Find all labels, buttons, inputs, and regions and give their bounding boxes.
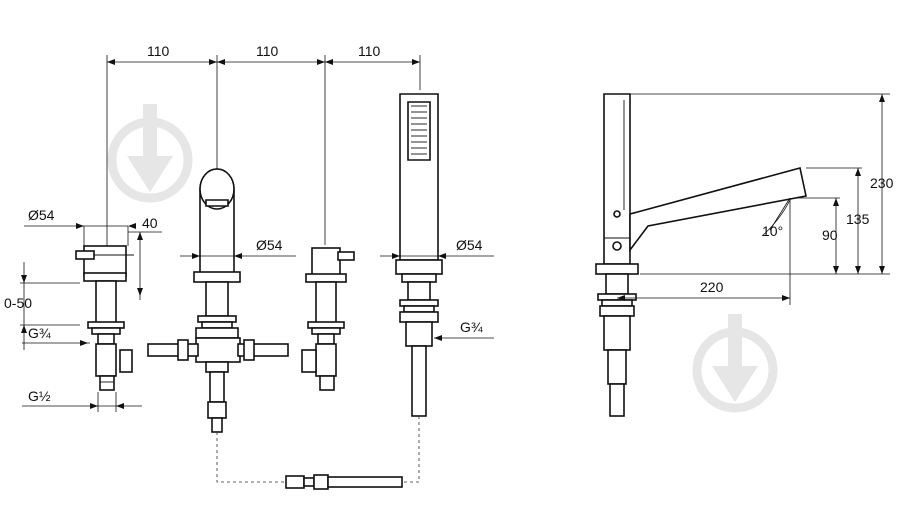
hand-shower-dimensions: Ø54 G¾ [380, 237, 494, 341]
dim-offset-40: 40 [142, 215, 158, 231]
left-dimensions: Ø54 40 0-50 G¾ G½ [4, 207, 162, 412]
side-view-dimensions: 230 135 90 10° 220 [617, 93, 894, 301]
dim-angle-10: 10° [762, 223, 783, 239]
spout-dimension: Ø54 [180, 237, 296, 259]
dim-reach-220: 220 [700, 279, 724, 295]
top-dimension-chain: 110 110 110 [106, 43, 421, 255]
dim-dia-left: Ø54 [28, 207, 55, 223]
left-valve [75, 245, 134, 391]
dim-range-0-50: 0-50 [4, 295, 32, 311]
dim-dia-hand: Ø54 [456, 237, 483, 253]
dim-thread-left-g12: G½ [28, 388, 51, 404]
watermark-logo-icon [692, 314, 778, 413]
dim-spacing-3: 110 [358, 43, 381, 59]
hand-shower [395, 93, 443, 417]
dim-spacing-2: 110 [256, 43, 279, 59]
hose [216, 416, 420, 490]
dim-thread-left-g34: G¾ [28, 325, 51, 341]
side-view [595, 93, 807, 417]
watermark-logo-icon [107, 104, 193, 203]
dim-dia-spout: Ø54 [256, 237, 283, 253]
dim-height-90: 90 [822, 227, 838, 243]
dim-spacing-1: 110 [147, 43, 170, 59]
right-valve [301, 247, 355, 391]
dim-height-230: 230 [870, 175, 894, 191]
spout [147, 168, 289, 433]
dim-height-135: 135 [846, 211, 870, 227]
dim-thread-right-g34: G¾ [460, 319, 483, 335]
